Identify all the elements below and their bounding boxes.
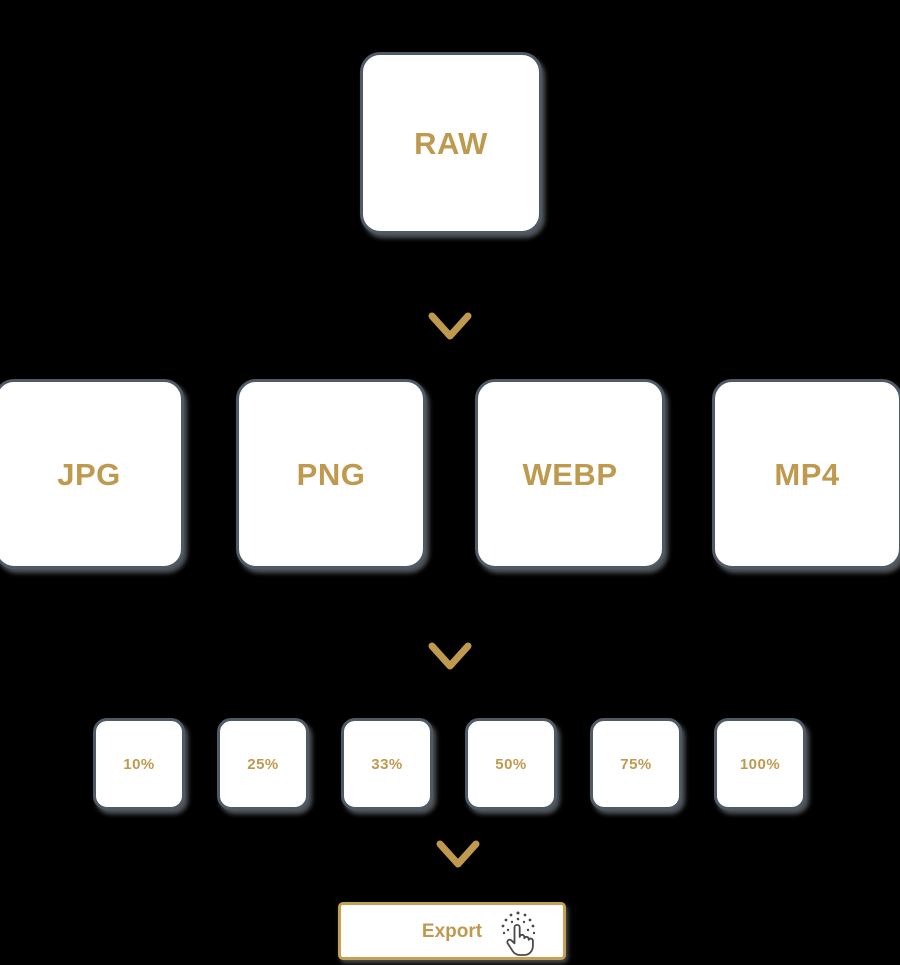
node-label: JPG: [57, 456, 121, 492]
node-format-jpg[interactable]: JPG: [0, 379, 184, 569]
node-label: RAW: [414, 125, 488, 161]
export-button-label: Export: [421, 920, 483, 942]
node-label: 100%: [739, 755, 781, 773]
node-label: WEBP: [522, 456, 618, 492]
node-label: 75%: [620, 755, 652, 773]
node-label: PNG: [296, 456, 366, 492]
node-label: 25%: [247, 755, 279, 773]
node-quality-50[interactable]: 50%: [465, 718, 557, 810]
node-source-raw[interactable]: RAW: [360, 52, 542, 234]
node-format-png[interactable]: PNG: [236, 379, 426, 569]
node-label: 50%: [495, 755, 527, 773]
export-button[interactable]: Export: [338, 902, 566, 960]
pointing-hand-click-icon: [493, 909, 543, 959]
node-format-webp[interactable]: WEBP: [475, 379, 665, 569]
node-quality-75[interactable]: 75%: [590, 718, 682, 810]
connector-qualities-to-export: [436, 838, 480, 872]
connector-formats-to-qualities: [428, 640, 472, 674]
node-quality-25[interactable]: 25%: [217, 718, 309, 810]
node-quality-10[interactable]: 10%: [93, 718, 185, 810]
node-quality-33[interactable]: 33%: [341, 718, 433, 810]
node-label: 10%: [123, 755, 155, 773]
connector-source-to-formats: [428, 310, 472, 344]
node-label: 33%: [371, 755, 403, 773]
node-format-mp4[interactable]: MP4: [712, 379, 900, 569]
node-label: MP4: [774, 456, 840, 492]
node-quality-100[interactable]: 100%: [714, 718, 806, 810]
